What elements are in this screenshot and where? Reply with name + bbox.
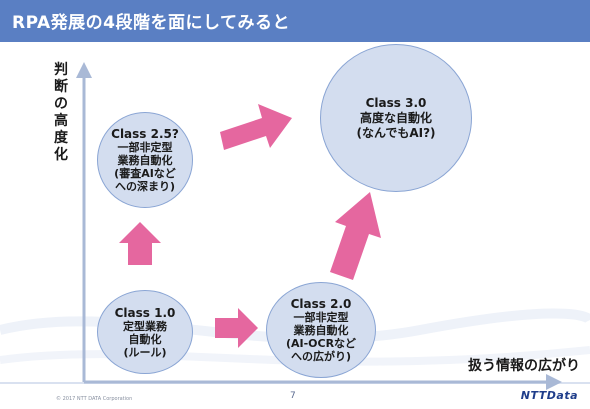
copyright-text: © 2017 NTT DATA Corporation [56,396,133,402]
stage-desc-line: 自動化 [128,332,162,346]
x-axis [84,374,562,390]
stage-desc-line: (審査AIなど [114,167,176,180]
arrow-diagonal-up-icon [330,192,381,280]
stage-desc-line: (AI-OCRなど [285,337,357,350]
stage-desc-line: 一部非定型 [293,311,349,324]
x-axis-label: 扱う情報の広がり [468,358,580,374]
arrow-up-icon [119,222,161,265]
stage-desc-line: 定型業務 [123,319,167,333]
stage-desc-line: (ルール) [123,345,167,359]
arrow-diagonal-right-icon [220,104,292,150]
stage-desc-line: 高度な自動化 [359,110,432,125]
stage-desc-line: への深まり) [114,180,176,193]
stage-desc-line: (なんでもAI?) [356,125,436,140]
title-bar: RPA発展の4段階を面にしてみると [0,0,590,42]
stage-desc-line: 業務自動化 [117,154,173,167]
page-title: RPA発展の4段階を面にしてみると [12,13,290,33]
stage-name: Class 2.0 [290,297,352,311]
stage-name: Class 3.0 [365,95,427,110]
stage-class-2-5: Class 2.5? 一部非定型 業務自動化 (審査AIなど への深まり) [97,112,193,208]
stage-desc-line: 業務自動化 [293,324,349,337]
page-number: 7 [290,391,296,401]
stage-name: Class 2.5? [111,127,179,141]
stage-class-1-0: Class 1.0 定型業務 自動化 (ルール) [97,290,193,374]
stage-desc-line: への広がり) [290,350,352,363]
company-logo: NTTData [520,389,578,402]
stage-class-3-0: Class 3.0 高度な自動化 (なんでもAI?) [320,44,472,192]
stage-class-2-0: Class 2.0 一部非定型 業務自動化 (AI-OCRなど への広がり) [266,282,376,378]
arrow-right-icon [215,308,258,348]
y-axis-label: 判断の高度化 [54,62,68,163]
background-wave [0,346,590,366]
y-axis [76,62,92,382]
stage-desc-line: 一部非定型 [117,141,173,154]
stage-name: Class 1.0 [114,305,176,320]
